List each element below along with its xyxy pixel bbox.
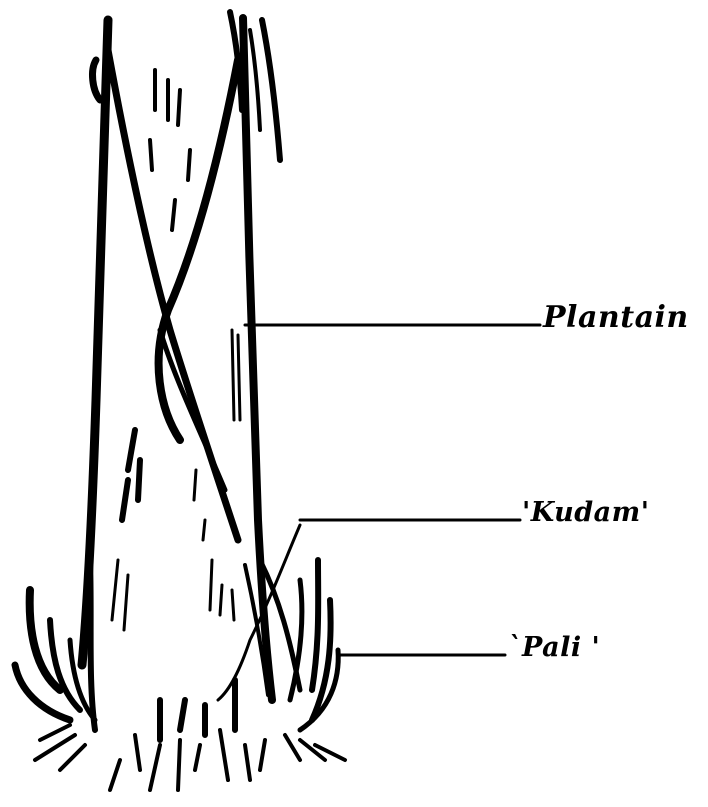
plantain-trunk-drawing xyxy=(15,12,540,790)
plantain-label: Plantain xyxy=(543,300,689,335)
kudam-label: 'Kudam' xyxy=(522,497,649,528)
pali-label: `Pali ' xyxy=(508,632,600,663)
